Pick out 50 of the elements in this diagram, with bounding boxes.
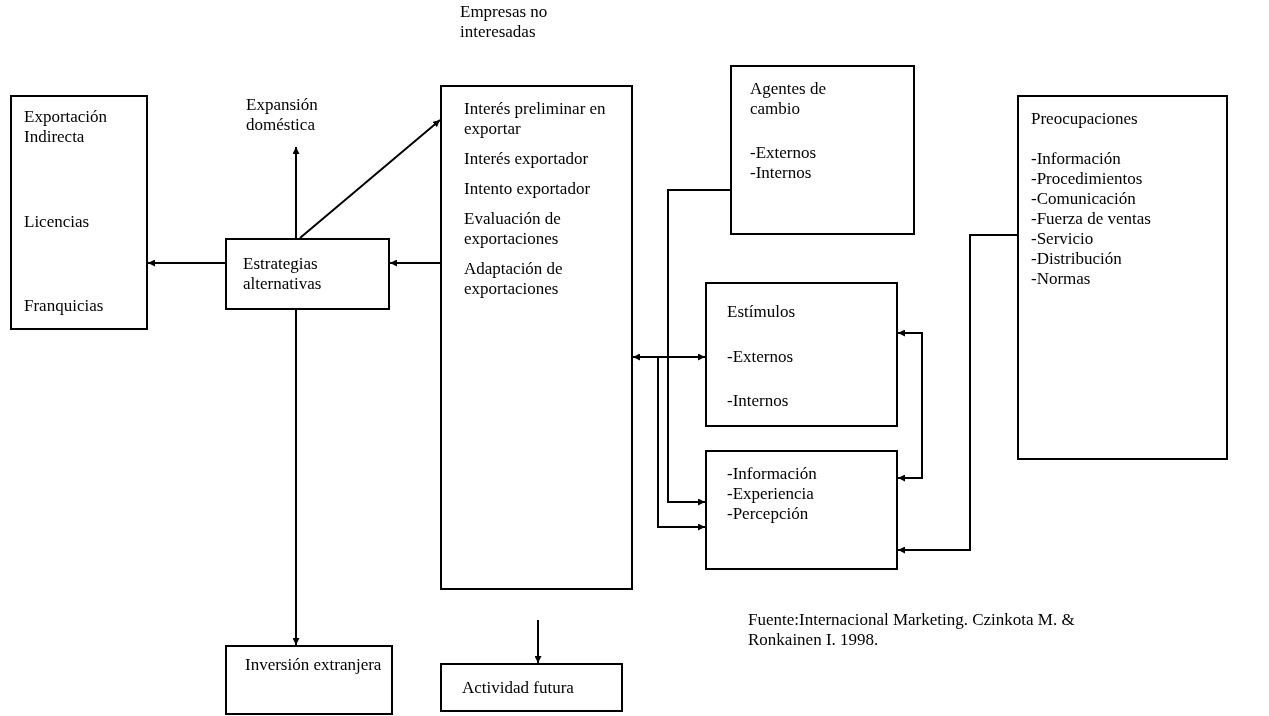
- source-note: Fuente:Internacional Marketing. Czinkota M. & Ronkainen I. 1998.: [748, 610, 1076, 650]
- box-text: -Información: [1031, 149, 1122, 169]
- arrow: [534, 619, 542, 664]
- arrow: [292, 309, 300, 646]
- box-text: Inversión extranjera: [245, 655, 383, 675]
- box-text: Actividad futura: [462, 677, 575, 698]
- box-text: Expansión doméstica: [246, 95, 319, 135]
- box-text: Interés exportador: [464, 149, 590, 169]
- stage-box: [440, 85, 633, 590]
- arrow: [292, 146, 300, 239]
- arrow: [897, 234, 1018, 554]
- box-text: -Fuerza de ventas: [1031, 209, 1152, 229]
- box-text: -Externos: [727, 346, 795, 367]
- box-text: Interés preliminar en exportar: [464, 99, 607, 139]
- outcome-box: [225, 645, 393, 715]
- box-text: -Normas: [1031, 269, 1092, 289]
- note-text: Empresas no interesadas: [460, 2, 549, 42]
- box-text: Franquicias: [24, 296, 105, 316]
- concerns-box: [1017, 95, 1228, 460]
- arrow: [897, 329, 923, 482]
- box-text: Adaptación de exportaciones: [464, 259, 564, 299]
- box-text: Exportación Indirecta: [24, 107, 109, 147]
- option-box: [10, 95, 148, 330]
- box-text: -Distribución: [1031, 249, 1123, 269]
- box-text: Intento exportador: [464, 179, 592, 199]
- box-text: Estrategias alternativas: [243, 254, 323, 294]
- box-text: -Información: [727, 464, 818, 484]
- box-heading: Preocupaciones: [1031, 109, 1139, 129]
- box-text: -Externos: [750, 143, 818, 163]
- box-text: -Comunicación: [1031, 189, 1137, 209]
- arrow: [667, 189, 731, 506]
- arrow: [299, 119, 441, 239]
- box-text: -Internos: [750, 163, 813, 183]
- factor-box: [705, 450, 898, 570]
- factor-box: [705, 282, 898, 427]
- box-text: Licencias: [24, 211, 91, 232]
- box-text: -Internos: [727, 391, 790, 411]
- box-text: -Percepción: [727, 504, 810, 524]
- arrow: [632, 356, 706, 531]
- box-text: -Procedimientos: [1031, 169, 1144, 189]
- box-heading: Agentes de cambio: [750, 79, 827, 119]
- factor-box: [730, 65, 915, 235]
- outcome-box: [440, 663, 623, 712]
- box-text: Evaluación de exportaciones: [464, 209, 562, 249]
- arrow: [389, 259, 441, 267]
- box-heading: Estímulos: [727, 302, 796, 322]
- process-box: [225, 238, 390, 310]
- box-text: -Experiencia: [727, 484, 815, 504]
- arrow: [147, 259, 226, 267]
- box-text: -Servicio: [1031, 229, 1095, 249]
